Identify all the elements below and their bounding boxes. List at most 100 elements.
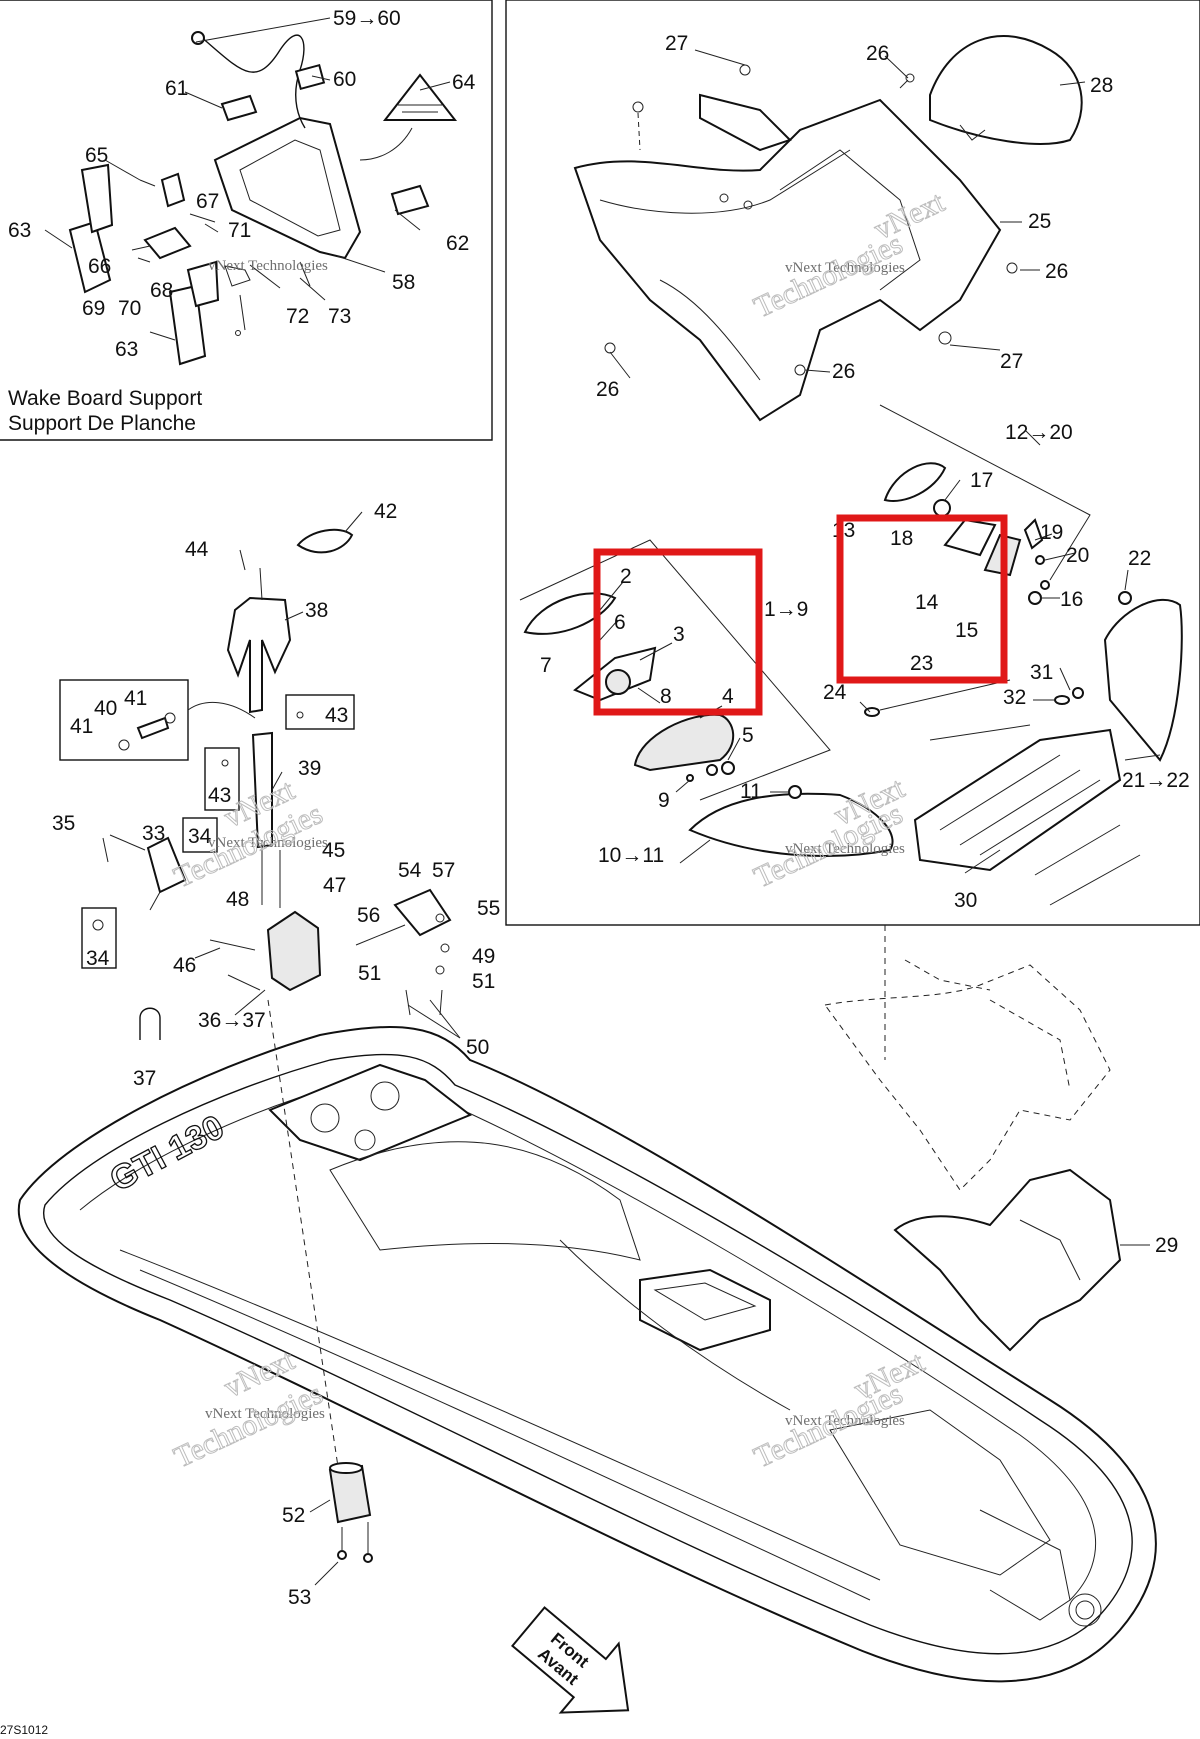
callout-24: 24 xyxy=(823,681,847,704)
base-4 xyxy=(633,713,735,772)
callout-58: 58 xyxy=(392,271,415,294)
bracket-68 xyxy=(143,226,192,260)
callout-26-right: 26 xyxy=(1045,260,1068,283)
seat-cover-25 xyxy=(573,98,1002,422)
storage-subassembly: 2 6 3 1→9 7 8 4 5 9 11 10→11 12→20 17 13… xyxy=(519,404,1190,1060)
callout-29: 29 xyxy=(1155,1234,1178,1257)
callout-65: 65 xyxy=(85,144,108,167)
highlight-box-left xyxy=(593,548,763,716)
callout-32: 32 xyxy=(1003,686,1026,709)
hull-outer xyxy=(17,1026,1157,1683)
callout-2: 2 xyxy=(620,565,632,588)
top-bracket xyxy=(699,93,792,152)
u-bolt-37 xyxy=(139,1007,161,1040)
callout-43-right: 43 xyxy=(325,704,348,727)
rear-deck xyxy=(829,1409,1051,1576)
callout-67: 67 xyxy=(196,190,219,213)
callout-14: 14 xyxy=(915,591,939,614)
part-52 xyxy=(328,1464,372,1524)
seat-cover-panel-frame xyxy=(505,0,1200,926)
column-38 xyxy=(226,596,292,714)
callout-30: 30 xyxy=(954,889,977,912)
callout-12-20: 12→20 xyxy=(1005,421,1073,444)
cable xyxy=(199,34,306,129)
center-console xyxy=(639,1268,771,1352)
subassembly-leaders xyxy=(599,429,1161,874)
callout-70: 70 xyxy=(118,297,141,320)
callout-53: 53 xyxy=(288,1586,311,1609)
wakeboard-bracket-housing xyxy=(213,116,362,260)
callout-52: 52 xyxy=(282,1504,305,1527)
panel-frames xyxy=(0,0,1200,926)
footwell xyxy=(329,1141,641,1261)
part-52-53: 52 53 xyxy=(282,1462,373,1609)
callout-57: 57 xyxy=(432,859,455,882)
cover-10 xyxy=(688,792,894,857)
dashed-seat xyxy=(824,964,1111,1191)
grip-19 xyxy=(1023,518,1044,550)
callout-59-60: 59→60 xyxy=(333,7,401,30)
callout-9: 9 xyxy=(658,789,670,812)
callout-7: 7 xyxy=(540,654,552,677)
front-arrow-shape xyxy=(511,1606,630,1714)
callout-34-right: 34 xyxy=(188,825,212,848)
callout-3: 3 xyxy=(673,623,685,646)
callout-36-37: 36→37 xyxy=(198,1009,266,1032)
callout-61: 61 xyxy=(165,77,188,100)
warning-label-64 xyxy=(382,73,458,121)
callout-28: 28 xyxy=(1090,74,1113,97)
callout-66: 66 xyxy=(88,255,111,278)
shaft-39 xyxy=(251,731,273,849)
callout-26-mid: 26 xyxy=(832,360,855,383)
callout-41-left: 41 xyxy=(70,715,93,738)
block-61 xyxy=(220,94,258,122)
highlight-box-right xyxy=(836,514,1008,684)
callout-68: 68 xyxy=(150,279,173,302)
callout-11: 11 xyxy=(740,780,762,803)
watermark-hull-left: vNext Technologies xyxy=(205,1406,325,1422)
plate-54 xyxy=(393,888,452,937)
front-arrow: Front Avant xyxy=(511,1606,630,1714)
callout-71: 71 xyxy=(228,219,251,242)
cover-leaders xyxy=(609,49,1086,379)
callout-23: 23 xyxy=(910,652,933,675)
callout-42: 42 xyxy=(374,500,397,523)
callout-45: 45 xyxy=(322,839,345,862)
lens-2 xyxy=(523,592,617,635)
callout-13: 13 xyxy=(832,519,855,542)
callout-27-top: 27 xyxy=(665,32,688,55)
callout-5: 5 xyxy=(742,724,754,747)
steering-bracket xyxy=(266,910,322,992)
callout-41-top: 41 xyxy=(124,687,147,710)
watermark-cover: vNext Technologies xyxy=(785,260,905,276)
strap-63-upper xyxy=(68,220,112,294)
subassembly-guide xyxy=(519,539,831,801)
wakeboard-bracket-inner xyxy=(239,139,341,237)
wakeboard-support-inset: 59→60 60 61 64 65 67 71 62 63 66 68 58 6… xyxy=(8,7,476,435)
callout-40: 40 xyxy=(94,697,117,720)
watermark-column: vNext Technologies xyxy=(208,835,328,851)
footer-code: 27S1012 xyxy=(0,1723,48,1737)
hull-gunwale xyxy=(42,1053,1133,1655)
watermark-subassembly: vNext Technologies xyxy=(785,841,905,857)
callout-63-upper: 63 xyxy=(8,219,31,242)
pad-42 xyxy=(296,528,354,554)
callout-17: 17 xyxy=(970,469,993,492)
fasteners-26-27 xyxy=(604,64,1018,376)
callout-6: 6 xyxy=(614,611,626,634)
callout-72: 72 xyxy=(286,305,309,328)
callout-1-9: 1→9 xyxy=(764,598,808,621)
callout-33: 33 xyxy=(142,822,165,845)
callout-27-right: 27 xyxy=(1000,350,1023,373)
callout-73: 73 xyxy=(328,305,351,328)
callout-37: 37 xyxy=(133,1067,156,1090)
callout-51-right: 51 xyxy=(472,970,495,993)
callout-44: 44 xyxy=(185,538,209,561)
cover-panel: 27 26 28 25 26 27 26 26 vNext Technologi… xyxy=(573,32,1113,422)
callout-69: 69 xyxy=(82,297,105,320)
tray-30 xyxy=(913,728,1122,872)
connector-end xyxy=(191,31,205,45)
callout-31: 31 xyxy=(1030,661,1053,684)
callout-19: 19 xyxy=(1040,521,1063,544)
callout-39: 39 xyxy=(298,757,321,780)
